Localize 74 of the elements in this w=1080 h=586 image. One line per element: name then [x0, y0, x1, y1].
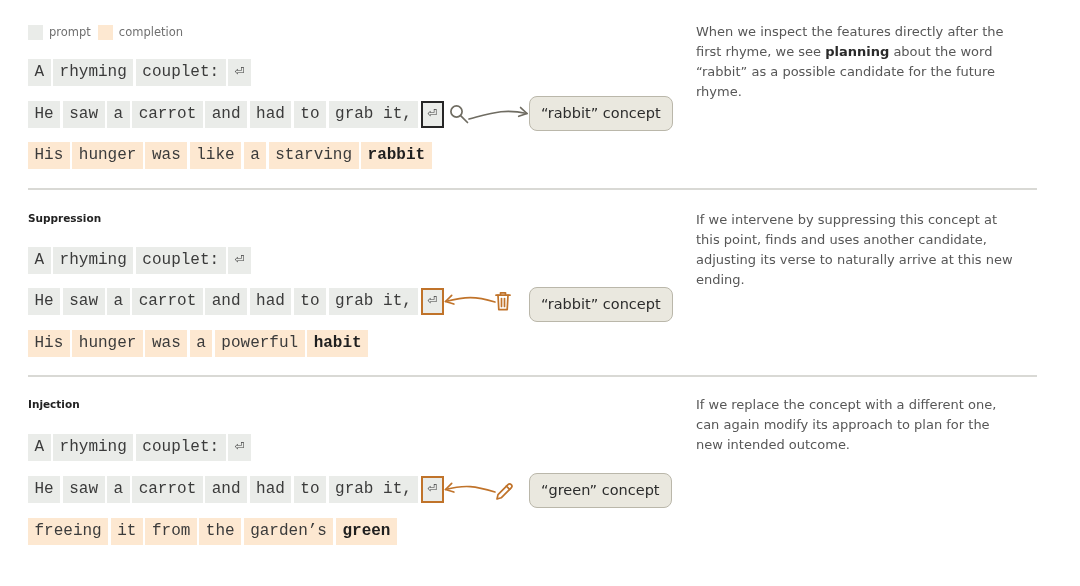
prompt-token: grab it,	[328, 288, 419, 315]
completion-token: was	[145, 330, 188, 357]
completion-token: was	[145, 142, 188, 169]
concept-box: “rabbit” concept	[529, 287, 673, 322]
prompt-token: ⏎	[228, 247, 251, 274]
arrow	[444, 482, 496, 493]
description-text: If we replace the concept with a different one, can again modify its approach to plan for the new intended outcome.	[696, 396, 998, 454]
rhyme-token: green	[335, 518, 397, 545]
prompt-token: to	[293, 101, 327, 128]
completion-token: hunger	[72, 330, 143, 357]
completion-token: garden’s	[243, 518, 334, 545]
completion-token: it	[110, 518, 143, 545]
completion-token: the	[199, 518, 242, 545]
prompt-token: saw	[62, 101, 105, 128]
magnifier-icon	[449, 104, 469, 124]
prompt-token: couplet:	[135, 247, 226, 274]
rhyme-token: rabbit	[361, 142, 432, 169]
prompt-token: ⏎	[228, 434, 251, 461]
completion-token: a	[243, 142, 267, 169]
arrow	[444, 294, 496, 305]
completion-token: from	[145, 518, 197, 545]
prompt-token: to	[293, 476, 327, 503]
prompt-token: to	[293, 288, 327, 315]
description-text: If we intervene by suppressing this concept at this point, finds and uses another candidate, adjusting its verse to naturally arrive at this new ending.	[696, 211, 1014, 289]
prompt-token: had	[249, 288, 292, 315]
arrow	[468, 106, 528, 120]
highlighted-token: ⏎	[420, 288, 444, 315]
prompt-token: had	[249, 476, 292, 503]
trash-icon	[495, 291, 511, 311]
prompt-token: carrot	[132, 476, 203, 503]
rhyme-token: habit	[307, 330, 369, 357]
completion-token: His	[28, 330, 70, 357]
highlighted-token: ⏎	[420, 101, 444, 128]
section-heading: Injection	[28, 397, 80, 411]
concept-box: “green” concept	[529, 473, 672, 508]
prompt-token: carrot	[132, 288, 203, 315]
prompt-token: a	[107, 288, 130, 315]
completion-token: a	[189, 330, 213, 357]
prompt-token: a	[107, 101, 130, 128]
prompt-token: grab it,	[328, 101, 419, 128]
completion-token: hunger	[72, 142, 143, 169]
prompt-token: and	[205, 288, 248, 315]
completion-token: starving	[268, 142, 359, 169]
prompt-token: saw	[62, 288, 105, 315]
completion-token: freeing	[28, 518, 109, 545]
prompt-token: He	[28, 476, 61, 503]
legend-label: completion	[118, 25, 183, 40]
highlighted-token: ⏎	[420, 476, 444, 503]
prompt-token: and	[205, 101, 248, 128]
pencil-icon	[495, 481, 513, 501]
section-heading: Suppression	[28, 211, 102, 225]
completion-token: like	[189, 142, 242, 169]
prompt-token: rhyming	[53, 59, 134, 86]
description-text: When we inspect the features directly after the first rhyme, we see planning about the word “rabbit” as a possible candidate for the future rhyme.	[696, 23, 1005, 101]
prompt-token: A	[28, 434, 51, 461]
prompt-token: A	[28, 247, 51, 274]
prompt-token: rhyming	[53, 434, 134, 461]
prompt-token: ⏎	[228, 59, 251, 86]
prompt-token: A	[28, 59, 51, 86]
legend-label: prompt	[49, 25, 91, 40]
prompt-token: saw	[62, 476, 105, 503]
prompt-token: grab it,	[328, 476, 419, 503]
prompt-token: a	[107, 476, 130, 503]
completion-token: His	[28, 142, 70, 169]
prompt-token: He	[28, 288, 61, 315]
prompt-token: couplet:	[135, 59, 226, 86]
prompt-token: couplet:	[135, 434, 226, 461]
completion-token: powerful	[214, 330, 305, 357]
prompt-token: He	[28, 101, 61, 128]
concept-box: “rabbit” concept	[529, 96, 673, 131]
prompt-token: and	[205, 476, 248, 503]
prompt-token: had	[249, 101, 292, 128]
prompt-token: rhyming	[53, 247, 134, 274]
prompt-token: carrot	[132, 101, 203, 128]
